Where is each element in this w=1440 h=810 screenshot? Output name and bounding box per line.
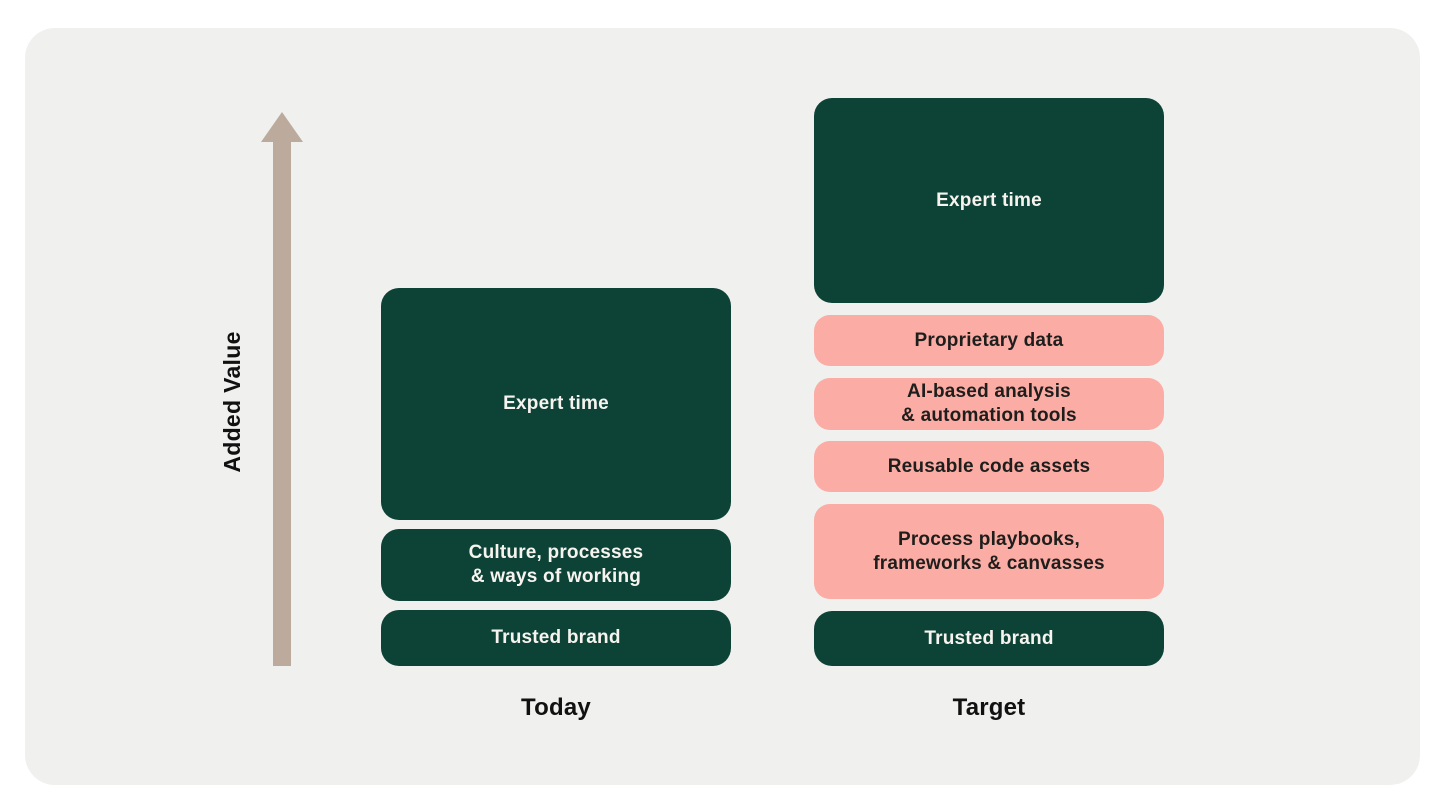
block-expert-time-target: Expert time (814, 98, 1164, 303)
block-proprietary-data-target: Proprietary data (814, 315, 1164, 366)
target-column-caption: Target (952, 694, 1026, 721)
arrow-shaft (273, 140, 291, 666)
added-value-axis-label: Added Value (219, 331, 245, 473)
block-expert-time-today: Expert time (381, 288, 731, 520)
block-trusted-brand-today: Trusted brand (381, 610, 731, 666)
block-ai-analysis-tools-target: AI-based analysis & automation tools (814, 378, 1164, 430)
block-culture-processes-today: Culture, processes & ways of working (381, 529, 731, 601)
arrow-up-icon (261, 112, 303, 142)
block-reusable-code-assets-target: Reusable code assets (814, 441, 1164, 492)
today-column-caption: Today (521, 694, 591, 721)
block-process-playbooks-target: Process playbooks, frameworks & canvasse… (814, 504, 1164, 599)
block-trusted-brand-target: Trusted brand (814, 611, 1164, 666)
